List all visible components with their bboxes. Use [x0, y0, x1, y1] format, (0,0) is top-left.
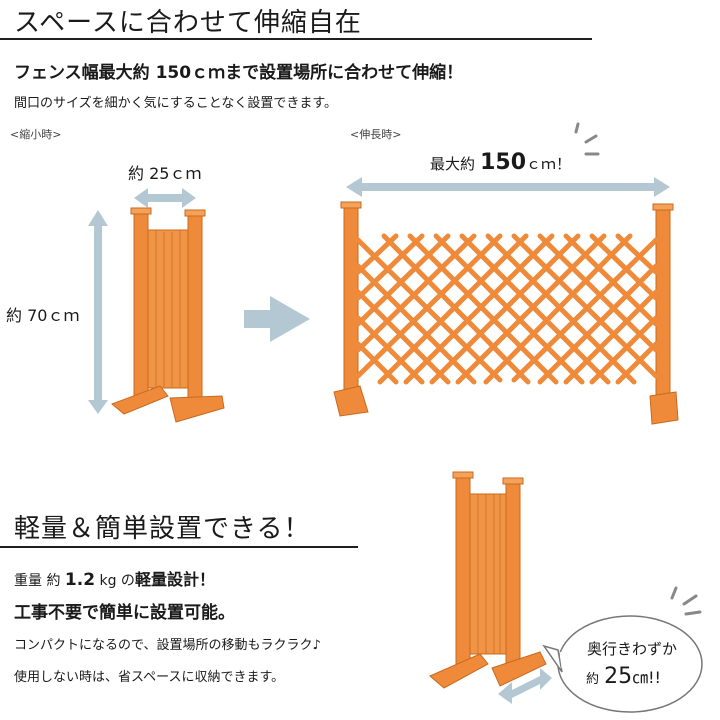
width-shrunk-label: 約 25ｃｍ	[128, 164, 202, 183]
bubble-value: 25	[604, 664, 633, 689]
section2-headline: 工事不要で簡単に設置可能。	[14, 603, 235, 623]
weight-suffix: 軽量設計！	[134, 570, 215, 589]
width-max-value: 150	[480, 150, 527, 175]
section1-headline: フェンス幅最大約 150ｃｍまで設置場所に合わせて伸縮！	[14, 63, 464, 83]
section2-line2: 使用しない時は、省スペースに収納できます。	[14, 670, 285, 685]
width-max-label: 最大約 150ｃｍ！	[430, 150, 571, 175]
height-arrow	[88, 210, 108, 414]
width-max-prefix: 最大約	[430, 155, 476, 173]
section1-divider	[0, 38, 592, 40]
weight-value: 1.2	[64, 570, 96, 590]
sparkle-icon	[574, 122, 600, 156]
extended-fence-illustration	[333, 201, 679, 425]
section1-title: スペースに合わせて伸縮自在	[14, 8, 362, 38]
bubble-suffix: ㎝!!	[632, 668, 661, 687]
bubble-line1: 奥行きわずか	[586, 640, 677, 658]
weight-unit: kg の	[99, 573, 135, 589]
width-max-arrow	[346, 177, 670, 197]
section2-line1: コンパクトになるので、設置場所の移動もラクラク♪	[14, 638, 321, 653]
section2-divider	[0, 546, 358, 548]
bubble-prefix: 約	[586, 672, 600, 687]
weight-line: 重量 約 1.2 kg の軽量設計！	[14, 566, 215, 590]
sparkle-icon	[670, 586, 702, 616]
section2-title: 軽量＆簡単設置できる！	[14, 514, 311, 544]
weight-prefix: 重量 約	[14, 573, 61, 589]
speech-bubble	[542, 615, 703, 713]
folded-fence-illustration	[429, 471, 547, 689]
shrunk-fence-illustration	[111, 207, 225, 423]
width-max-suffix: ｃｍ！	[526, 155, 572, 173]
depth-arrow	[498, 668, 552, 704]
width-shrunk-arrow	[134, 188, 196, 208]
label-extended: <伸長時>	[350, 128, 402, 141]
height-label: 約 70ｃｍ	[6, 306, 80, 325]
label-shrunk: <縮小時>	[10, 128, 62, 141]
bubble-line2: 約 25㎝!!	[586, 664, 661, 689]
section1-subtext: 間口のサイズを細かく気にすることなく設置できます。	[14, 96, 338, 111]
right-arrow-icon	[244, 296, 310, 342]
